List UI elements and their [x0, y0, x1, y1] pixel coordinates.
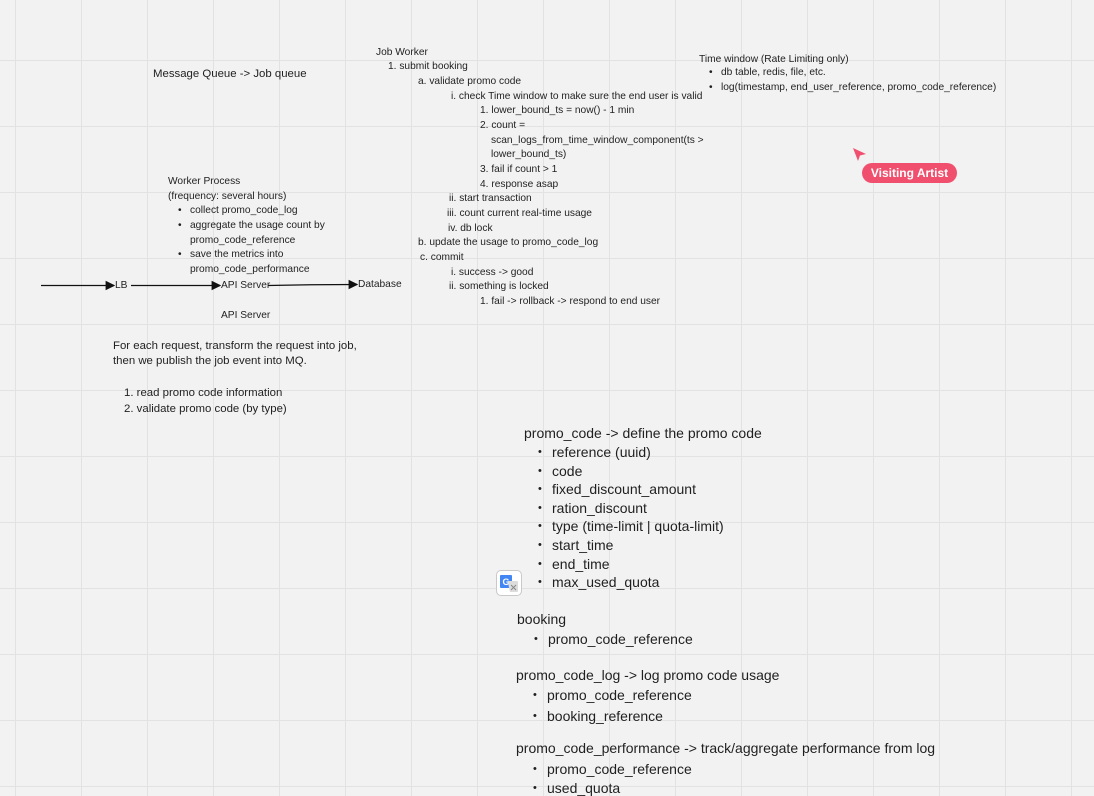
visiting-artist-badge[interactable]: Visiting Artist — [862, 163, 957, 183]
schema-title: promo_code -> define the promo code — [524, 425, 762, 441]
job-worker-step: b. update the usage to promo_code_log — [418, 237, 599, 248]
job-worker-step: iii. count current real-time usage — [447, 208, 592, 219]
lb-node[interactable]: LB — [115, 280, 128, 291]
api-note-item: 2. validate promo code (by type) — [124, 403, 287, 415]
worker-process-title: Worker Process — [168, 176, 241, 187]
worker-process-subtitle: (frequency: several hours) — [168, 191, 287, 202]
schema-field: promo_code_reference — [533, 688, 692, 702]
job-worker-step: lower_bound_ts) — [491, 149, 567, 160]
job-worker-step: 3. fail if count > 1 — [480, 164, 558, 175]
job-worker-step: 1. submit booking — [388, 61, 468, 72]
api-server-node[interactable]: API Server — [221, 280, 271, 291]
worker-process-item: save the metrics into — [178, 249, 283, 260]
schema-field: code — [538, 464, 583, 478]
job-worker-title: Job Worker — [376, 47, 428, 58]
schema-field: promo_code_reference — [533, 762, 692, 776]
schema-field: max_used_quota — [538, 575, 659, 589]
api-note-item: 1. read promo code information — [124, 387, 283, 399]
api-server-caption[interactable]: API Server — [221, 310, 271, 321]
api-note-line: For each request, transform the request … — [113, 340, 357, 352]
job-worker-step: 1. lower_bound_ts = now() - 1 min — [480, 105, 635, 116]
job-worker-step: a. validate promo code — [418, 76, 522, 87]
svg-text:G: G — [502, 577, 509, 587]
api-note-line: then we publish the job event into MQ. — [113, 355, 307, 367]
schema-field: type (time-limit | quota-limit) — [538, 519, 724, 533]
arrow-api-to-database[interactable] — [267, 279, 359, 290]
schema-title: booking — [517, 611, 567, 627]
job-worker-step: scan_logs_from_time_window_component(ts … — [491, 135, 704, 146]
schema-field: used_quota — [533, 781, 620, 795]
schema-title: promo_code_log -> log promo code usage — [516, 667, 780, 683]
job-worker-step: i. success -> good — [451, 267, 534, 278]
job-worker-step: 4. response asap — [480, 179, 559, 190]
database-node[interactable]: Database — [358, 279, 402, 290]
job-worker-step: iv. db lock — [448, 223, 493, 234]
schema-field: reference (uuid) — [538, 445, 651, 459]
schema-field: end_time — [538, 557, 609, 571]
time-window-item: db table, redis, file, etc. — [709, 67, 826, 78]
schema-field: booking_reference — [533, 709, 663, 723]
message-queue-label[interactable]: Message Queue -> Job queue — [153, 68, 307, 80]
job-worker-step: 2. count = — [480, 120, 526, 131]
time-window-item: log(timestamp, end_user_reference, promo… — [709, 82, 996, 93]
schema-field: promo_code_reference — [534, 632, 693, 646]
schema-field: fixed_discount_amount — [538, 482, 696, 496]
pointer-cursor-icon — [853, 148, 866, 161]
worker-process-item: promo_code_performance — [190, 264, 310, 275]
google-translate-icon[interactable]: G — [496, 570, 522, 596]
schema-field: start_time — [538, 538, 614, 552]
job-worker-step: c. commit — [420, 252, 464, 263]
worker-process-item: promo_code_reference — [190, 235, 296, 246]
time-window-title: Time window (Rate Limiting only) — [699, 54, 849, 65]
worker-process-item: collect promo_code_log — [178, 205, 298, 216]
job-worker-step: ii. start transaction — [449, 193, 532, 204]
worker-process-item: aggregate the usage count by — [178, 220, 325, 231]
job-worker-step: ii. something is locked — [449, 281, 549, 292]
job-worker-step: i. check Time window to make sure the en… — [451, 91, 703, 102]
schema-field: ration_discount — [538, 501, 647, 515]
job-worker-step: 1. fail -> rollback -> respond to end us… — [480, 296, 661, 307]
schema-title: promo_code_performance -> track/aggregat… — [516, 740, 936, 756]
